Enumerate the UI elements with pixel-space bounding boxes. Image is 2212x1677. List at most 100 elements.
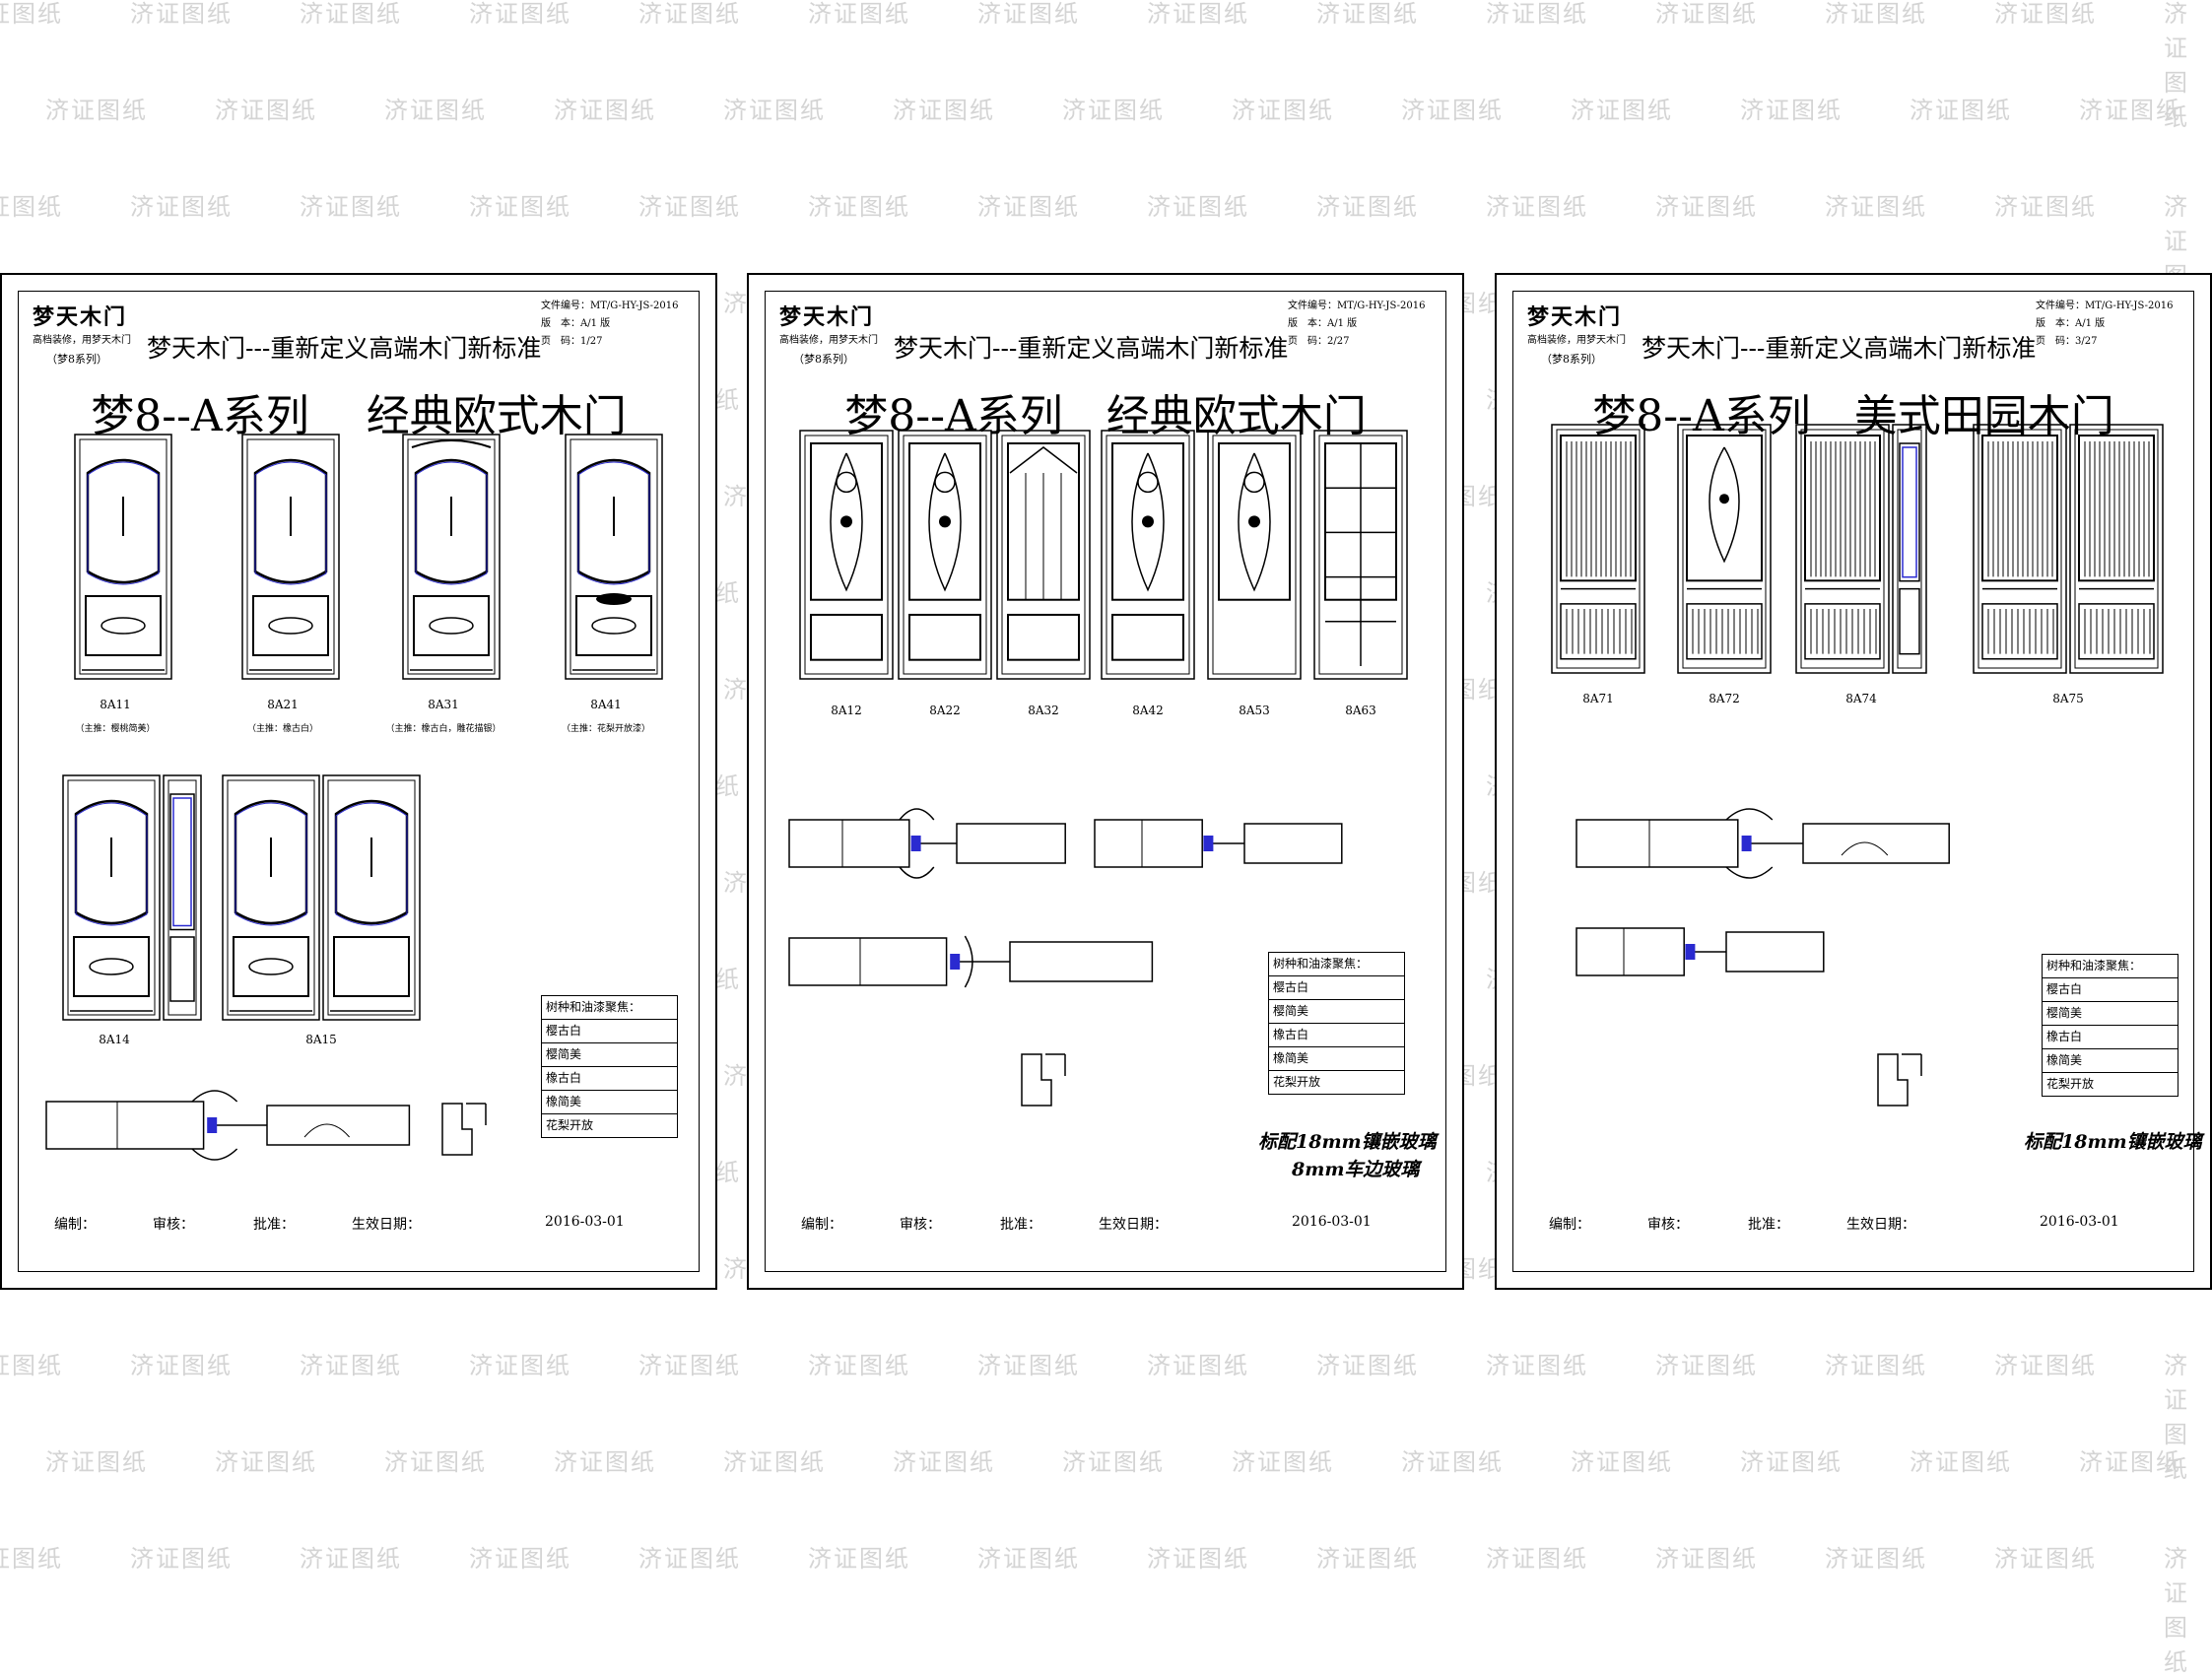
glass-spec: 标配18mm镶嵌玻璃 <box>1258 1131 1437 1153</box>
legend-heading: 树种和油漆聚焦： <box>2046 959 2142 973</box>
standard-heading: 梦天木门---重新定义高端木门新标准 <box>147 334 542 363</box>
door-drawing <box>322 774 421 1021</box>
door-drawing <box>565 434 663 680</box>
door-stile <box>246 438 335 675</box>
section-body <box>788 819 910 868</box>
door-stile <box>1212 435 1297 675</box>
lower-panel <box>252 595 329 656</box>
lower-panel <box>1560 603 1637 660</box>
side-panel-lower <box>1899 587 1920 655</box>
legend-item: 樱简美 <box>542 1042 677 1066</box>
watermark-text: 济证图纸 <box>0 1545 63 1573</box>
watermark-text: 济证图纸 <box>1401 97 1504 124</box>
door-stile <box>1001 435 1086 675</box>
door-code: 8A63 <box>1345 704 1376 717</box>
door-note: （主推：花梨开放漆） <box>561 724 650 734</box>
door-frame <box>799 430 894 680</box>
watermark-text: 济证图纸 <box>1571 1448 1673 1476</box>
side-panel-inner <box>1902 446 1917 578</box>
door-drawing <box>74 434 172 680</box>
door-frame <box>1551 424 1645 674</box>
door-frame <box>1892 424 1927 674</box>
door-code: 8A53 <box>1239 704 1270 717</box>
legend-item: 花梨开放 <box>1269 1070 1404 1094</box>
door-drawing <box>1973 424 2067 674</box>
door-frame <box>402 434 501 680</box>
center-ornament <box>596 593 632 605</box>
molding-profile <box>899 808 935 879</box>
series-tag: （梦8系列） <box>1541 353 1602 366</box>
watermark-text: 济证图纸 <box>808 1352 910 1379</box>
carving-ornament <box>268 617 313 635</box>
brand-logo: 梦天木门 <box>33 305 128 330</box>
glass-medallion <box>939 515 951 528</box>
section-body <box>1009 941 1154 982</box>
watermark-text: 济证图纸 <box>1655 193 1758 221</box>
glass-spec: 标配18mm镶嵌玻璃 <box>2024 1131 2202 1153</box>
lower-panel <box>908 613 981 661</box>
legend-item: 橡古白 <box>1269 1023 1404 1046</box>
file-number: 文件编号：MT/G-HY-JS-2016 <box>541 301 679 311</box>
watermark-text: 济证图纸 <box>1740 97 1843 124</box>
section-body <box>1243 823 1343 864</box>
arched-panel-accent <box>75 802 148 926</box>
drawing-sheet-3: 梦天木门 高档装修，用梦天木门 （梦8系列） 梦天木门---重新定义高端木门新标… <box>1495 273 2212 1290</box>
door-frame <box>222 774 320 1021</box>
legend-item: 橡古白 <box>2043 1025 2178 1048</box>
watermark-text: 济证图纸 <box>1655 1352 1758 1379</box>
approve-label: 批准： <box>1748 1217 1789 1233</box>
watermark-text: 济证图纸 <box>1994 1545 2097 1573</box>
door-drawing <box>62 774 161 1021</box>
section-detail <box>788 808 1066 879</box>
door-stile <box>227 779 315 1016</box>
joint-profile <box>1877 1053 1909 1107</box>
watermark-text: 济证图纸 <box>1062 1448 1165 1476</box>
door-code: 8A31 <box>428 698 459 711</box>
glass-medallion <box>836 471 857 494</box>
watermark-text: 济证图纸 <box>1825 0 1927 28</box>
watermark-text: 济证图纸 <box>1655 1545 1758 1573</box>
door-stile <box>67 779 156 1016</box>
watermark-text: 济证图纸 <box>1316 193 1419 221</box>
door-stile <box>903 435 987 675</box>
watermark-text: 济证图纸 <box>808 193 910 221</box>
watermark-text: 济证图纸 <box>1232 1448 1334 1476</box>
version: 版 本：A/1 版 <box>541 318 611 329</box>
watermark-text: 济证图纸 <box>1994 0 2097 28</box>
door-code: 8A74 <box>1845 692 1877 705</box>
door-stile <box>407 438 496 675</box>
legend-item: 花梨开放 <box>542 1113 677 1137</box>
drawing-sheet-2: 梦天木门 高档装修，用梦天木门 （梦8系列） 梦天木门---重新定义高端木门新标… <box>747 273 1464 1290</box>
door-stile <box>1682 429 1767 669</box>
section-body <box>1802 823 1950 864</box>
page-number: 页 码：2/27 <box>1288 336 1350 347</box>
top-carving <box>411 439 492 448</box>
legend-item: 樱古白 <box>1269 975 1404 999</box>
section-body <box>1094 819 1203 868</box>
glass-medallion <box>1243 471 1265 494</box>
watermark-text: 济证图纸 <box>977 193 1080 221</box>
glass-medallion <box>1248 515 1260 528</box>
door-code: 8A71 <box>1582 692 1614 705</box>
legend-heading: 树种和油漆聚焦： <box>546 1000 641 1014</box>
version: 版 本：A/1 版 <box>1288 318 1358 329</box>
glass-medallion <box>1142 515 1154 528</box>
door-stile <box>1897 429 1922 669</box>
door-frame <box>163 774 202 1021</box>
door-frame <box>1101 430 1195 680</box>
effective-date-label: 生效日期： <box>1099 1217 1168 1233</box>
watermark-text: 济证图纸 <box>1910 97 2012 124</box>
brand-slogan: 高档装修，用梦天木门 <box>779 335 878 346</box>
door-note: （主推：樱桃简美） <box>75 724 156 734</box>
glass-pattern <box>830 452 863 592</box>
arched-panel-accent <box>577 461 650 585</box>
watermark-text: 济证图纸 <box>0 0 63 28</box>
watermark-text: 济证图纸 <box>1147 1545 1249 1573</box>
joint-detail <box>1021 1053 1066 1107</box>
brand-slogan: 高档装修，用梦天木门 <box>33 335 131 346</box>
side-panel-drawing <box>1892 424 1927 674</box>
standard-heading: 梦天木门---重新定义高端木门新标准 <box>894 334 1289 363</box>
watermark-text: 济证图纸 <box>638 193 741 221</box>
arc-detail <box>1841 841 1889 856</box>
arc-detail <box>303 1123 350 1138</box>
